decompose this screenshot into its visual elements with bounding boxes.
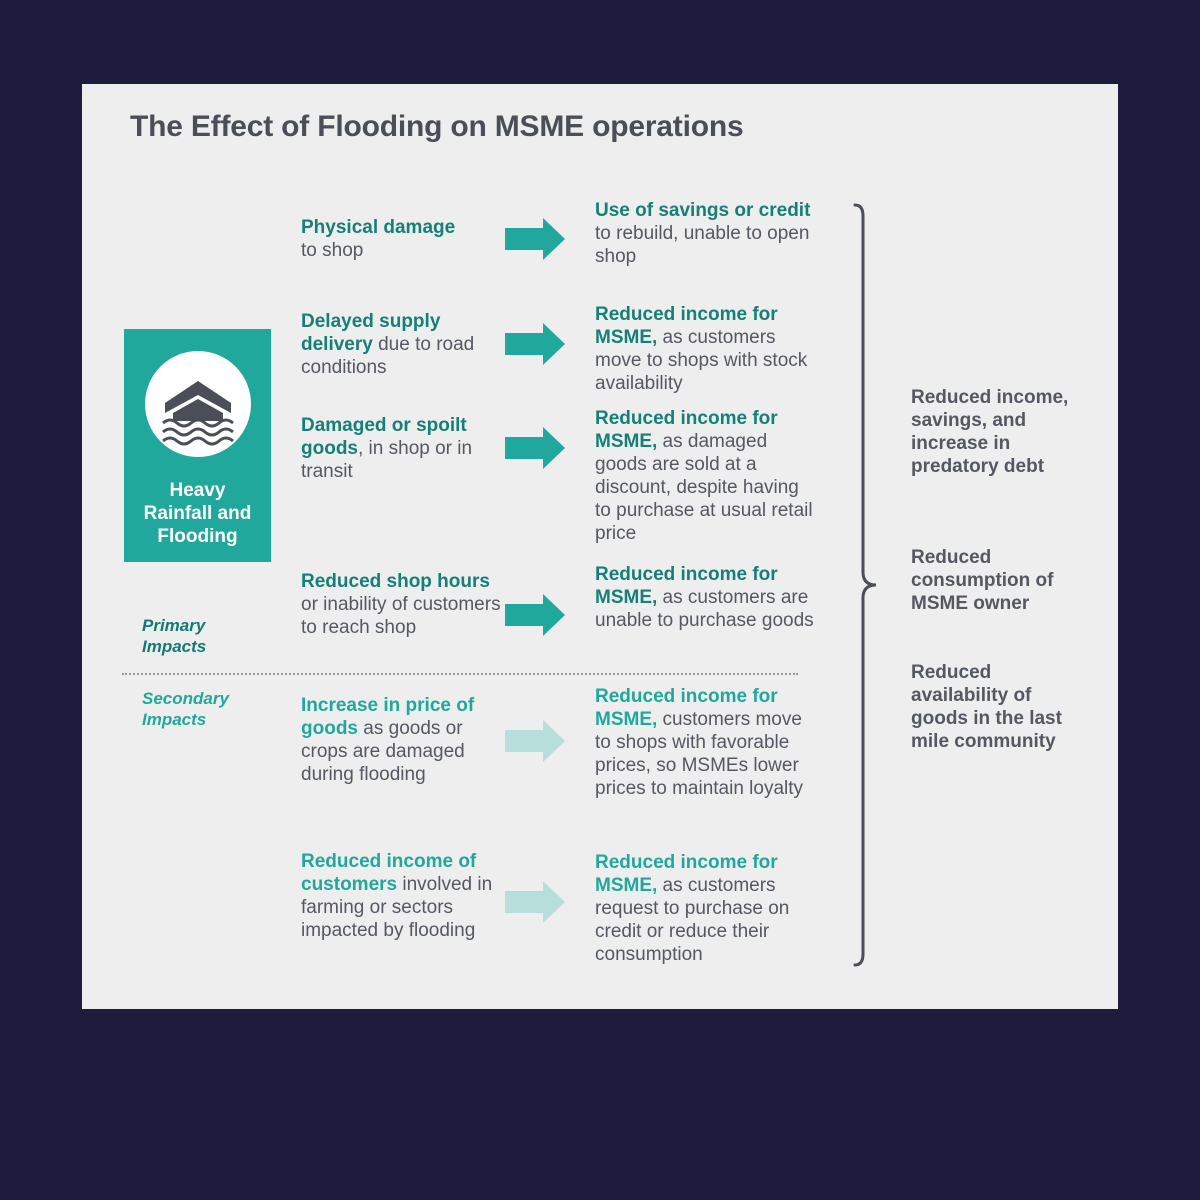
cause-price-increase: Increase in price of goods as goods or c… xyxy=(301,695,475,785)
outcome-consumption: Reduced consumption of MSME owner xyxy=(911,547,1054,614)
arrow-right-icon xyxy=(505,427,565,469)
arrow-right-icon xyxy=(505,218,565,260)
effect-reduced-income-stock: Reduced income for MSME, as customers mo… xyxy=(595,304,808,394)
secondary-impacts-label: Secondary Impacts xyxy=(142,689,229,729)
outcome-availability: Reduced availability of goods in the las… xyxy=(911,662,1062,752)
effect-reduced-income-unable: Reduced income for MSME, as customers ar… xyxy=(595,564,814,631)
cause-reduced-hours: Reduced shop hours or inability of custo… xyxy=(301,571,501,638)
infographic-card: The Effect of Flooding on MSME operation… xyxy=(82,84,1118,1009)
arrow-right-icon xyxy=(505,881,565,923)
effect-reduced-income-credit: Reduced income for MSME, as customers re… xyxy=(595,852,790,965)
cause-customer-income: Reduced income of customers involved in … xyxy=(301,851,493,941)
page-title: The Effect of Flooding on MSME operation… xyxy=(130,110,744,143)
flooded-house-icon xyxy=(145,351,251,457)
arrow-right-icon xyxy=(505,594,565,636)
cause-delayed-supply: Delayed supply delivery due to road cond… xyxy=(301,311,475,378)
effect-reduced-income-discount: Reduced income for MSME, as damaged good… xyxy=(595,408,813,544)
primary-impacts-label: Primary Impacts xyxy=(142,616,207,656)
effect-savings-credit: Use of savings or credit to rebuild, una… xyxy=(595,200,811,267)
hero-box: Heavy Rainfall and Flooding xyxy=(124,329,271,562)
impact-divider xyxy=(122,673,798,675)
cause-damaged-goods: Damaged or spoilt goods, in shop or in t… xyxy=(301,415,473,482)
arrow-right-icon xyxy=(505,323,565,365)
arrow-right-icon xyxy=(505,720,565,762)
hero-label: Heavy Rainfall and Flooding xyxy=(143,480,252,547)
effect-reduced-income-prices: Reduced income for MSME, customers move … xyxy=(595,686,804,799)
outcome-income-debt: Reduced income, savings, and increase in… xyxy=(911,387,1069,477)
curly-brace-icon xyxy=(853,203,877,967)
